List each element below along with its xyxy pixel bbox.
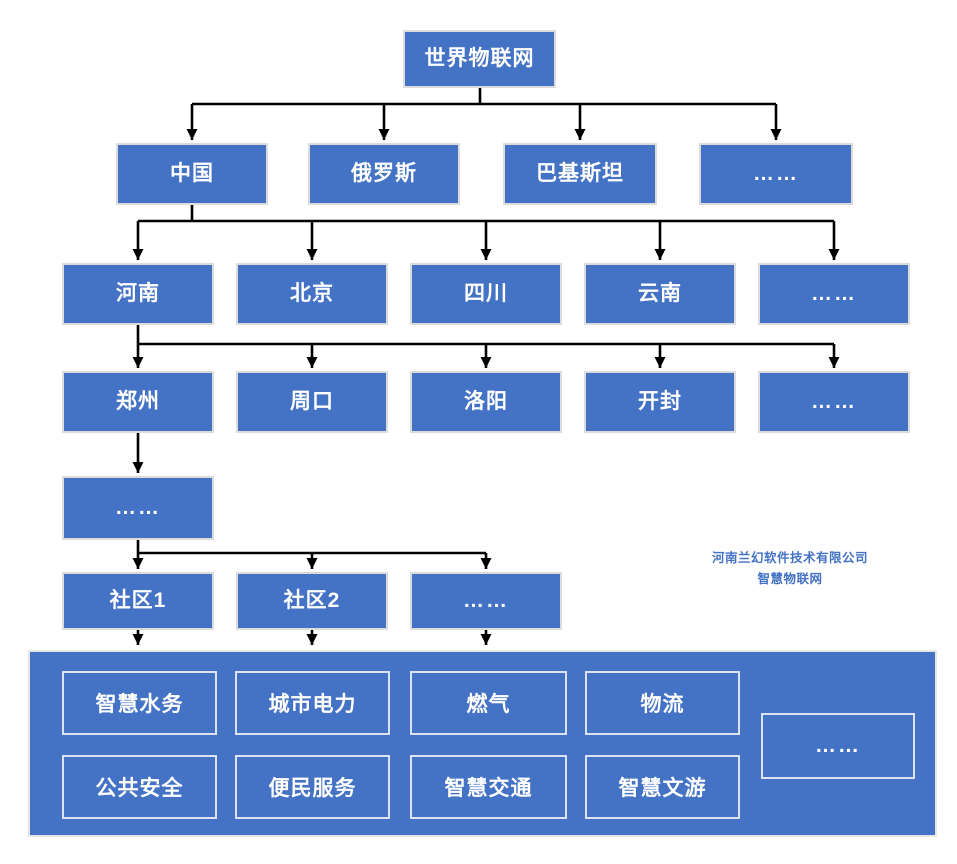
connector-china-to-provinces bbox=[132, 205, 840, 260]
watermark-product: 智慧物联网 bbox=[757, 572, 823, 586]
node-pakistan: 巴基斯坦 bbox=[503, 143, 657, 205]
node-provinces-more: …… bbox=[758, 263, 910, 325]
node-countries-more: …… bbox=[699, 143, 853, 205]
node-sichuan: 四川 bbox=[410, 263, 562, 325]
node-community-1: 社区1 bbox=[62, 572, 214, 630]
service-smart-water: 智慧水务 bbox=[62, 671, 217, 735]
node-china: 中国 bbox=[116, 143, 268, 205]
node-communities-more: …… bbox=[410, 572, 562, 630]
service-smart-traffic: 智慧交通 bbox=[410, 755, 567, 819]
connector-communities-to-panel bbox=[132, 630, 492, 645]
node-community-2: 社区2 bbox=[236, 572, 388, 630]
node-world-iot: 世界物联网 bbox=[403, 30, 556, 88]
node-cities-more: …… bbox=[758, 371, 910, 433]
service-convenience: 便民服务 bbox=[235, 755, 390, 819]
service-public-safety: 公共安全 bbox=[62, 755, 217, 819]
watermark: 河南兰幻软件技术有限公司 智慧物联网 bbox=[695, 548, 885, 590]
service-logistics: 物流 bbox=[585, 671, 740, 735]
watermark-company: 河南兰幻软件技术有限公司 bbox=[711, 551, 868, 565]
connector-henan-to-cities bbox=[132, 325, 840, 368]
node-russia: 俄罗斯 bbox=[308, 143, 460, 205]
node-yunnan: 云南 bbox=[584, 263, 736, 325]
node-henan: 河南 bbox=[62, 263, 214, 325]
service-culture-tourism: 智慧文游 bbox=[585, 755, 740, 819]
node-districts-more: …… bbox=[62, 476, 214, 540]
connector-districts-to-communities bbox=[132, 540, 492, 569]
node-luoyang: 洛阳 bbox=[410, 371, 562, 433]
services-panel: 智慧水务 城市电力 燃气 物流 公共安全 便民服务 智慧交通 智慧文游 …… bbox=[28, 650, 937, 837]
service-more: …… bbox=[761, 713, 915, 779]
node-zhoukou: 周口 bbox=[236, 371, 388, 433]
node-kaifeng: 开封 bbox=[584, 371, 736, 433]
node-zhengzhou: 郑州 bbox=[62, 371, 214, 433]
node-beijing: 北京 bbox=[236, 263, 388, 325]
connector-root-to-countries bbox=[186, 88, 782, 140]
service-gas: 燃气 bbox=[410, 671, 567, 735]
service-city-power: 城市电力 bbox=[235, 671, 390, 735]
